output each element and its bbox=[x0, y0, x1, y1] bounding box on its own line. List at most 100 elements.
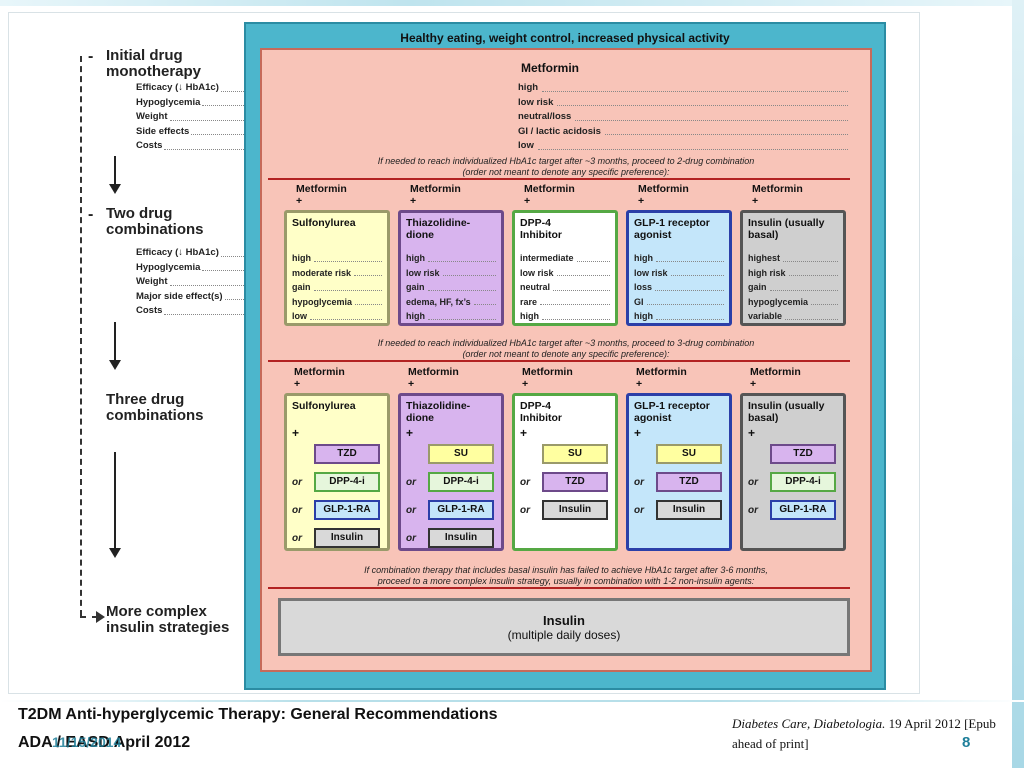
plus-label: + bbox=[406, 426, 414, 440]
page-number: 8 bbox=[962, 734, 971, 751]
drug-name-line2: agonist bbox=[634, 229, 672, 241]
value-leader bbox=[604, 134, 848, 135]
combo-chip: TZD bbox=[314, 444, 380, 464]
drug-value-row: low bbox=[292, 309, 382, 324]
drug-value-row: high bbox=[292, 251, 382, 266]
metformin-value-row: high bbox=[518, 81, 848, 96]
value-leader bbox=[646, 304, 724, 305]
separator-2 bbox=[268, 360, 850, 362]
metformin-title: Metformin bbox=[521, 61, 579, 75]
step-1-dash: - bbox=[88, 48, 94, 65]
drug-value: low risk bbox=[520, 267, 554, 278]
combo-chip: TZD bbox=[770, 444, 836, 464]
value-leader bbox=[656, 260, 724, 262]
drug-value: low risk bbox=[634, 267, 668, 278]
or-label: or bbox=[634, 504, 644, 516]
plus-label: + bbox=[292, 426, 300, 440]
value-leader bbox=[785, 318, 838, 320]
metformin-value: low risk bbox=[518, 96, 554, 108]
drug-value-row: gain bbox=[406, 280, 496, 295]
step-1-title-line2: monotherapy bbox=[106, 63, 202, 80]
metformin-value: neutral/loss bbox=[518, 111, 572, 122]
or-label: or bbox=[520, 476, 530, 488]
metformin-label: Metformin bbox=[294, 366, 345, 378]
combo-chip: GLP-1-RA bbox=[314, 500, 380, 520]
value-leader bbox=[540, 304, 610, 305]
drug-name-line1: DPP-4 bbox=[520, 400, 551, 412]
or-label: or bbox=[748, 476, 758, 488]
drug-value-row: gain bbox=[748, 280, 838, 295]
drug-name: Sulfonylurea bbox=[292, 217, 382, 247]
footer-date: 11/15/2014 bbox=[52, 734, 122, 750]
metformin-value: GI / lactic acidosis bbox=[518, 125, 601, 137]
step-3-title-line2: combinations bbox=[106, 407, 204, 424]
chip-row: TZD bbox=[292, 440, 382, 468]
note-3-drug-line2: (order not meant to denote any specific … bbox=[462, 349, 670, 359]
note-insulin: If combination therapy that includes bas… bbox=[270, 565, 862, 587]
or-label: or bbox=[520, 504, 530, 516]
chip-row: SU bbox=[406, 440, 496, 468]
metformin-value-row: neutral/loss bbox=[518, 110, 848, 125]
step-2-title: Two drug combinations bbox=[106, 206, 204, 238]
note-3-drug: If needed to reach individualized HbA1c … bbox=[270, 338, 862, 360]
metformin-value: high bbox=[518, 82, 539, 93]
criterion-leader bbox=[169, 284, 278, 286]
value-leader bbox=[314, 260, 382, 262]
drug-name-line1: Sulfonylurea bbox=[292, 217, 356, 229]
drug-value-row: intermediate bbox=[520, 251, 610, 266]
or-label: or bbox=[406, 532, 416, 544]
drug-value: high bbox=[406, 311, 425, 321]
step-3-title: Three drug combinations bbox=[106, 392, 204, 424]
chip-row: or Insulin bbox=[406, 524, 496, 552]
drug-name: Sulfonylurea bbox=[292, 400, 382, 426]
drug-value: neutral bbox=[520, 282, 551, 292]
drug-name-line2: basal) bbox=[748, 412, 779, 424]
step-4-title-line2: insulin strategies bbox=[106, 619, 230, 636]
top-accent-bar bbox=[0, 0, 1024, 6]
insulin-mdi-sub: (multiple daily doses) bbox=[507, 628, 621, 642]
drug-value-row: high bbox=[406, 309, 496, 324]
criterion-leader bbox=[202, 270, 278, 271]
metformin-label: Metformin bbox=[636, 366, 687, 378]
drug-value: gain bbox=[292, 282, 311, 292]
drug-value: edema, HF, fx’s bbox=[406, 296, 471, 307]
metformin-label: Metformin bbox=[750, 366, 801, 378]
drug-value: high bbox=[292, 253, 311, 263]
metformin-plus-label: Metformin+ bbox=[294, 366, 345, 390]
drug-value-row: gain bbox=[292, 280, 382, 295]
criterion-label: Weight bbox=[136, 276, 168, 287]
metformin-plus-label: Metformin+ bbox=[410, 183, 461, 207]
metformin-values: high low risk neutral/loss GI / lactic acid… bbox=[518, 81, 848, 154]
value-leader bbox=[310, 318, 382, 320]
drug-name-line1: Thiazolidine- bbox=[406, 217, 471, 229]
plus-label: + bbox=[750, 378, 757, 390]
note-2-drug-line1: If needed to reach individualized HbA1c … bbox=[377, 156, 755, 166]
drug-name-line1: Insulin (usually bbox=[748, 217, 825, 229]
or-label: or bbox=[748, 504, 758, 516]
metformin-label: Metformin bbox=[752, 183, 803, 195]
metformin-label: Metformin bbox=[296, 183, 347, 195]
metformin-plus-label: Metformin+ bbox=[408, 366, 459, 390]
drug-value: high bbox=[520, 311, 539, 321]
combo-chip: TZD bbox=[542, 472, 608, 492]
criterion-label: Costs bbox=[136, 305, 163, 316]
step-1-title-line1: Initial drug bbox=[106, 47, 183, 64]
step-2-title-line2: combinations bbox=[106, 221, 204, 238]
or-label: or bbox=[406, 504, 416, 516]
criterion-label: Hypoglycemia bbox=[136, 96, 201, 108]
combo-chip: Insulin bbox=[428, 528, 494, 548]
drug-value: rare bbox=[520, 296, 538, 307]
drug-value-row: highest bbox=[748, 251, 838, 266]
